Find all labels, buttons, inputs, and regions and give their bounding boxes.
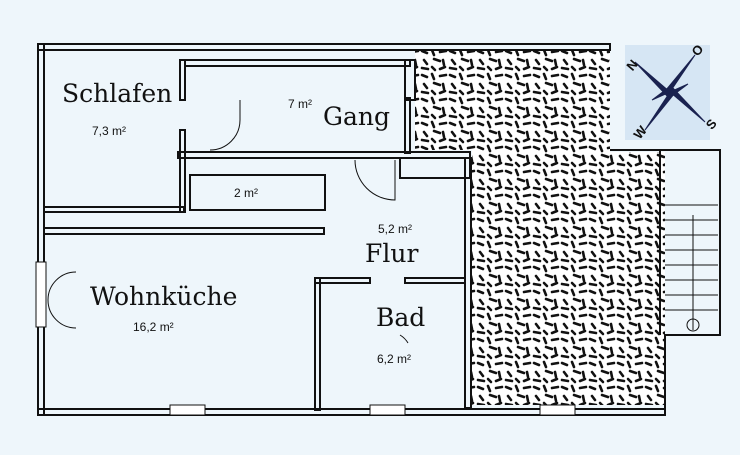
room-abstell-area: 2 m² bbox=[234, 186, 258, 200]
room-flur-label: Flur bbox=[365, 239, 418, 268]
windows bbox=[35, 261, 576, 416]
room-wohnkueche-area: 16,2 m² bbox=[133, 320, 174, 334]
room-bad-area: 6,2 m² bbox=[377, 352, 411, 366]
room-gang-label: Gang bbox=[323, 102, 390, 131]
room-schlafen-label: Schlafen bbox=[62, 79, 172, 108]
room-flur-area: 5,2 m² bbox=[378, 222, 412, 236]
compass-rose-icon bbox=[634, 54, 706, 131]
doors bbox=[47, 100, 409, 344]
terrace-area bbox=[415, 50, 665, 405]
room-wohnkueche-label: Wohnküche bbox=[90, 282, 237, 311]
walls bbox=[37, 43, 721, 416]
room-gang-area: 7 m² bbox=[288, 97, 312, 111]
room-bad-label: Bad bbox=[376, 303, 425, 332]
room-schlafen-area: 7,3 m² bbox=[92, 124, 126, 138]
